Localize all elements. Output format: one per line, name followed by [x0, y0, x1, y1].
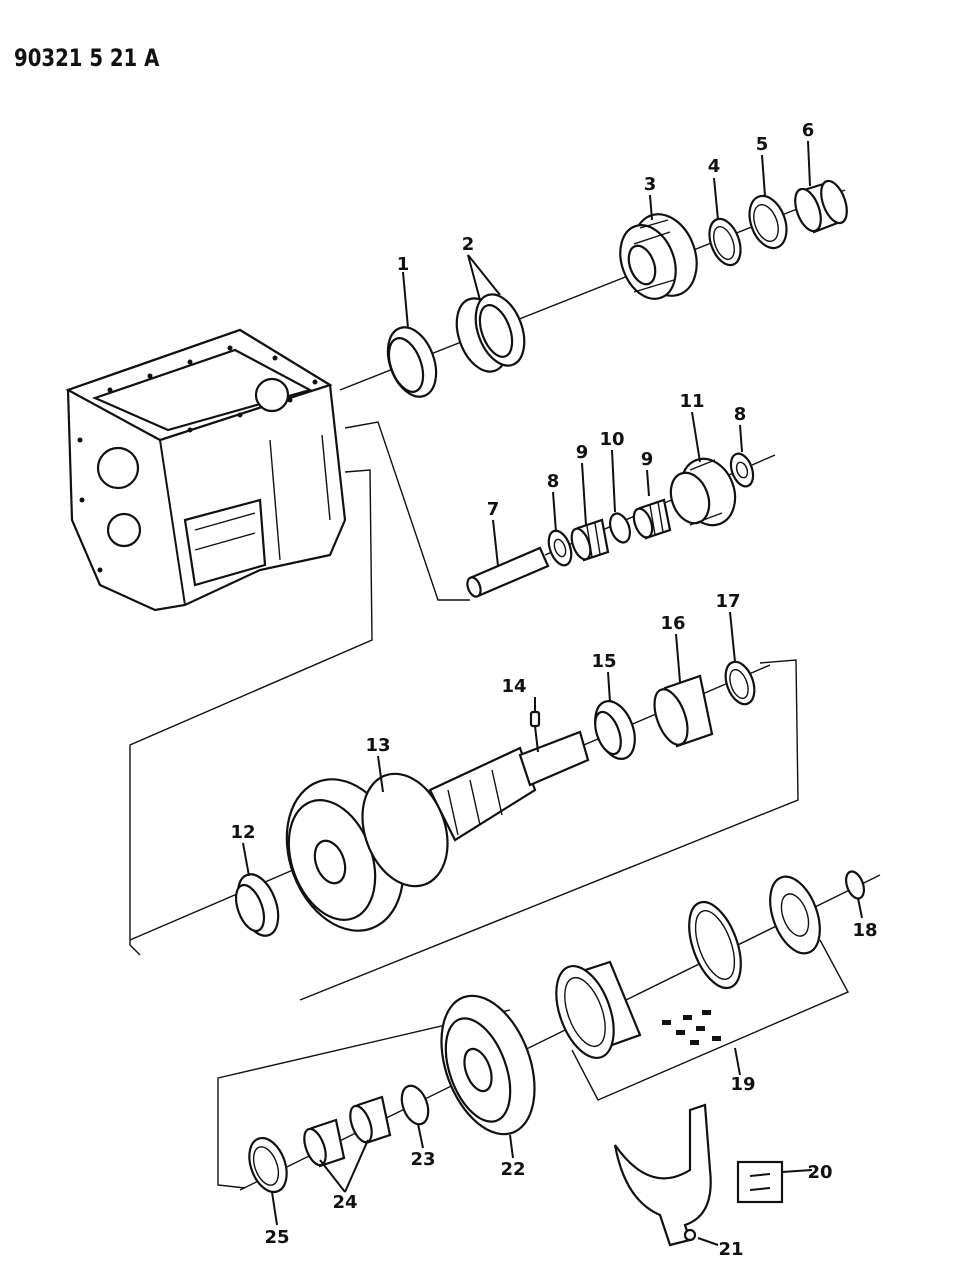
part-11-cluster-gear [669, 457, 737, 527]
part-9-roller-bearing-right [632, 498, 672, 540]
callout-22: 22 [500, 1159, 525, 1180]
callout-17: 17 [715, 591, 740, 612]
callout-9-right: 9 [641, 449, 654, 470]
callout-7: 7 [487, 499, 500, 520]
part-8-washer-left [547, 529, 573, 567]
part-7-shaft [466, 546, 550, 598]
callout-1: 1 [397, 254, 410, 275]
callout-9-left: 9 [576, 442, 589, 463]
callout-leaders [242, 140, 863, 1246]
part-8-washer-right [729, 452, 755, 488]
callout-5: 5 [756, 134, 769, 155]
part-1-bearing-cup [386, 326, 438, 398]
callout-11: 11 [679, 391, 704, 412]
part-18-snap-ring [844, 870, 866, 900]
part-9-roller-bearing-left [570, 518, 610, 562]
callout-24: 24 [332, 1192, 357, 1213]
part-23-snap-ring [400, 1084, 430, 1126]
part-22-gear [440, 994, 536, 1136]
callout-12: 12 [230, 822, 255, 843]
callout-21: 21 [718, 1239, 743, 1260]
part-15-bearing-cone [594, 700, 636, 760]
part-3-drive-gear [619, 213, 698, 300]
part-16-bearing-cup [653, 674, 714, 748]
callout-20: 20 [807, 1162, 832, 1183]
callout-14: 14 [501, 676, 526, 697]
group-connector-lines [129, 421, 849, 1189]
callout-15: 15 [591, 651, 616, 672]
transmission-case [65, 328, 347, 612]
part-20-inserts [736, 1160, 784, 1204]
callout-19: 19 [730, 1074, 755, 1095]
part-4-snap-ring [708, 217, 742, 267]
callout-25: 25 [264, 1227, 289, 1248]
part-2-bearing-cone-pair [455, 293, 526, 373]
part-17-snap-ring [724, 660, 756, 706]
part-6-bushing [794, 179, 848, 234]
callout-3: 3 [644, 174, 657, 195]
callout-6: 6 [802, 120, 815, 141]
callout-18: 18 [852, 920, 877, 941]
callout-13: 13 [365, 735, 390, 756]
part-5-bearing-race [748, 194, 788, 250]
callout-16: 16 [660, 613, 685, 634]
callout-8-left: 8 [547, 471, 560, 492]
part-24-roller-bearings [303, 1095, 392, 1168]
callout-23: 23 [410, 1149, 435, 1170]
callout-8-right: 8 [734, 404, 747, 425]
callout-2: 2 [462, 234, 475, 255]
callout-4: 4 [708, 156, 721, 177]
part-14-pin [529, 710, 541, 728]
part-13-mainshaft-gear-cluster [285, 730, 590, 932]
part-19-synchronizer-assembly [555, 875, 821, 1060]
callout-10: 10 [599, 429, 624, 450]
part-21-shift-fork [613, 1103, 712, 1247]
part-25-bearing-race [248, 1136, 288, 1194]
callout-labels: 1 2 3 4 5 6 7 8 9 10 11 8 9 12 13 14 15 … [230, 120, 877, 1260]
part-10-spacer [609, 512, 631, 544]
drawing-code: 90321 5 21 A [14, 44, 160, 72]
part-12-bearing-cone [234, 873, 280, 937]
